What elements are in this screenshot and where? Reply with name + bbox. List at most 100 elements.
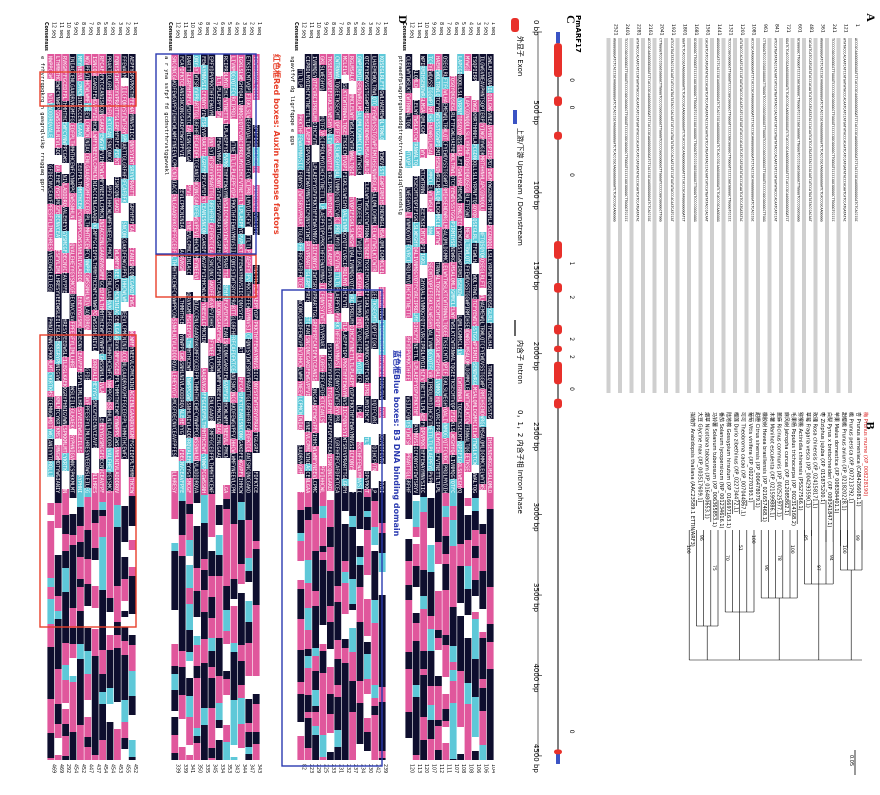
residue-band bbox=[435, 245, 442, 262]
residue-band bbox=[319, 532, 327, 546]
residue-band bbox=[420, 54, 427, 66]
residue-band bbox=[84, 306, 92, 315]
residue-band bbox=[442, 77, 450, 89]
legend-intron-label: 内含子 Intron bbox=[516, 340, 525, 384]
residue-band bbox=[54, 214, 62, 222]
residue-band bbox=[178, 139, 186, 157]
residue-band bbox=[201, 211, 208, 234]
residue-band bbox=[238, 135, 245, 147]
residue-band bbox=[84, 584, 92, 606]
residue-band bbox=[442, 423, 450, 438]
residue-band bbox=[435, 453, 442, 476]
residue-band bbox=[223, 695, 230, 701]
residue-band bbox=[412, 587, 420, 598]
residue-band bbox=[356, 622, 364, 632]
residue-band bbox=[171, 398, 179, 419]
residue-band bbox=[334, 120, 342, 143]
residue-text: HAEMEWQLTRWLQTCFYEWDVSSTGGWPIRMIHSENDWRG… bbox=[434, 56, 440, 493]
residue-band bbox=[449, 153, 457, 176]
residue-band bbox=[405, 493, 413, 519]
residue-band bbox=[349, 712, 356, 718]
alignment-seq-label: 6 seq bbox=[95, 22, 101, 35]
residue-band bbox=[54, 199, 62, 205]
residue-band bbox=[364, 259, 371, 273]
residue-band bbox=[349, 740, 356, 753]
residue-band bbox=[435, 407, 442, 432]
residue-band bbox=[297, 69, 305, 88]
residue-band bbox=[186, 72, 193, 94]
residue-band bbox=[77, 123, 84, 137]
residue-band bbox=[84, 674, 92, 700]
residue-band bbox=[230, 335, 238, 347]
residue-band bbox=[230, 634, 238, 643]
residue-band bbox=[84, 405, 92, 432]
residue-band bbox=[449, 289, 457, 307]
alignment-seq-label: 4 seq bbox=[234, 22, 240, 35]
residue-band bbox=[230, 549, 238, 564]
residue-band bbox=[186, 429, 193, 438]
residue-band bbox=[208, 339, 216, 356]
residue-band bbox=[479, 97, 487, 123]
residue-band bbox=[371, 623, 379, 633]
residue-band bbox=[464, 175, 472, 181]
residue-band bbox=[245, 235, 253, 249]
residue-band bbox=[62, 515, 69, 526]
residue-band bbox=[319, 396, 327, 423]
residue-band bbox=[349, 516, 356, 527]
residue-band bbox=[106, 117, 114, 138]
sequence-row-number: 601 bbox=[797, 24, 803, 33]
residue-band bbox=[334, 143, 342, 155]
residue-band bbox=[304, 537, 312, 560]
aa-row-band bbox=[675, 38, 680, 393]
residue-band bbox=[304, 608, 312, 630]
residue-band bbox=[54, 445, 62, 460]
residue-band bbox=[230, 54, 238, 71]
residue-band bbox=[356, 273, 364, 296]
residue-band bbox=[252, 580, 260, 605]
residue-band bbox=[405, 528, 413, 539]
residue-band bbox=[106, 526, 114, 545]
residue-band bbox=[464, 540, 472, 566]
residue-band bbox=[128, 248, 136, 266]
residue-band bbox=[208, 678, 216, 700]
residue-band bbox=[245, 531, 253, 558]
residue-band bbox=[208, 551, 216, 564]
residue-band bbox=[334, 272, 342, 287]
residue-band bbox=[171, 492, 179, 519]
residue-band bbox=[223, 145, 230, 153]
residue-band bbox=[84, 54, 92, 65]
residue-band bbox=[297, 445, 305, 464]
residue-band bbox=[47, 54, 55, 79]
residue-band bbox=[186, 145, 193, 162]
residue-band bbox=[297, 243, 305, 251]
residue-band bbox=[457, 349, 464, 355]
residue-band bbox=[464, 148, 472, 175]
residue-band bbox=[106, 569, 114, 582]
residue-band bbox=[364, 396, 371, 423]
residue-band bbox=[201, 731, 208, 737]
residue-band bbox=[304, 251, 312, 269]
residue-band bbox=[442, 69, 450, 77]
blue-box-b3-domain bbox=[281, 289, 383, 767]
residue-band bbox=[171, 551, 179, 572]
residue-band bbox=[486, 323, 494, 349]
residue-band bbox=[47, 138, 55, 164]
residue-band bbox=[47, 515, 55, 521]
residue-band bbox=[106, 688, 114, 704]
nucleotide-row: GGATCTCACCCGCAAGGGGGGGGATCTCACCCGCAAGGGG… bbox=[785, 38, 789, 222]
residue-band bbox=[201, 173, 208, 179]
residue-band bbox=[297, 736, 305, 760]
alignment-end-number: 347 bbox=[248, 764, 254, 773]
residue-band bbox=[341, 177, 349, 203]
scale-tick-label: 2000 bp bbox=[532, 342, 540, 371]
residue-band bbox=[128, 540, 136, 550]
residue-band bbox=[334, 201, 342, 217]
residue-band bbox=[171, 610, 179, 618]
residue-band bbox=[69, 506, 77, 514]
residue-band bbox=[54, 426, 62, 439]
upstream-region bbox=[556, 32, 560, 44]
residue-band bbox=[442, 661, 450, 677]
residue-band bbox=[334, 685, 342, 697]
residue-band bbox=[215, 258, 223, 278]
residue-band bbox=[171, 457, 179, 471]
